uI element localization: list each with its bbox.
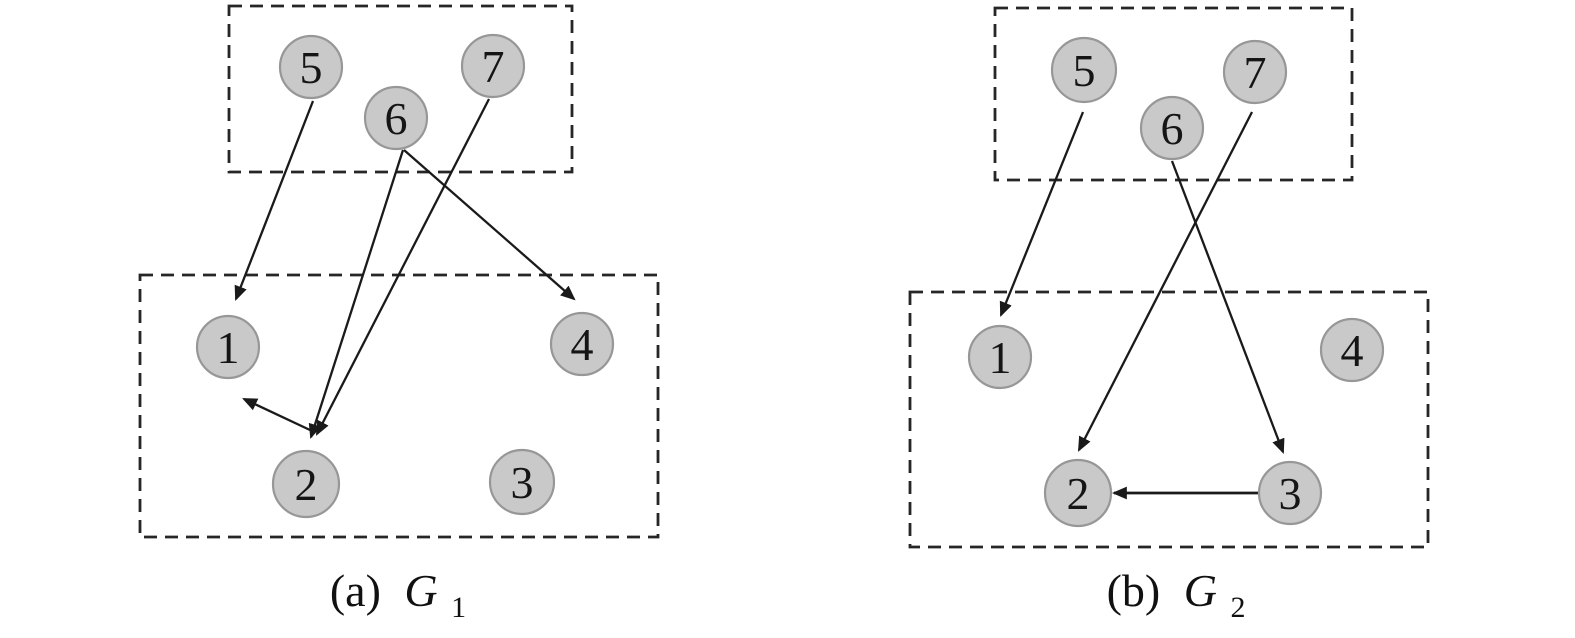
mathcal-G-symbol: G xyxy=(404,565,437,616)
node-circle xyxy=(1319,317,1385,383)
g2-top-group-box xyxy=(993,6,1354,182)
caption-a: (a) G 1 xyxy=(330,565,466,624)
node-label: 3 xyxy=(511,457,534,508)
g2-node-4: 4 xyxy=(1319,317,1385,383)
g2-bottom-group-box xyxy=(908,290,1430,549)
g1-edge-2-to-1 xyxy=(242,397,311,432)
g1-node-3: 3 xyxy=(488,448,556,516)
node-circle xyxy=(195,314,261,380)
node-circle xyxy=(549,311,615,377)
node-circle xyxy=(1222,39,1288,105)
g1-edge-6-to-2 xyxy=(308,149,405,440)
node-label: 3 xyxy=(1279,468,1302,519)
node-circle xyxy=(460,33,526,99)
g2-node-7: 7 xyxy=(1222,39,1288,105)
caption-b-subscript: 2 xyxy=(1230,591,1245,624)
g2-node-1: 1 xyxy=(967,324,1033,390)
g1-node-2: 2 xyxy=(271,449,341,519)
g1-node-7: 7 xyxy=(460,33,526,99)
caption-b: (b) G 2 xyxy=(1107,565,1246,624)
g1-node-6: 6 xyxy=(363,85,429,151)
node-circle xyxy=(1043,458,1113,528)
node-circle xyxy=(488,448,556,516)
g1-edge-7-to-2 xyxy=(315,98,491,436)
node-circle xyxy=(271,449,341,519)
g2-node-2: 2 xyxy=(1043,458,1113,528)
g2-edge-6-to-3 xyxy=(1170,160,1285,455)
node-label: 7 xyxy=(482,41,505,92)
node-label: 5 xyxy=(1073,45,1096,96)
g1-edge-5-to-1 xyxy=(234,100,315,301)
panel-g2: 5 6 7 1 2 3 4 (b) G 2 xyxy=(908,6,1430,624)
node-label: 2 xyxy=(1067,468,1090,519)
node-circle xyxy=(967,324,1033,390)
node-circle xyxy=(1050,36,1118,104)
g1-node-1: 1 xyxy=(195,314,261,380)
g2-node-3: 3 xyxy=(1257,460,1323,526)
node-circle xyxy=(1139,95,1205,161)
g2-edge-5-to-1 xyxy=(999,111,1085,317)
node-label: 2 xyxy=(295,459,318,510)
node-label: 4 xyxy=(571,319,594,370)
node-circle xyxy=(1257,460,1323,526)
caption-a-subscript: 1 xyxy=(451,591,466,624)
g1-edge-6-to-4 xyxy=(403,149,576,301)
g2-edge-7-to-2 xyxy=(1077,111,1254,452)
node-label: 1 xyxy=(989,332,1012,383)
node-label: 1 xyxy=(217,322,240,373)
caption-a-prefix: (a) xyxy=(330,565,381,616)
mathcal-G-symbol: G xyxy=(1184,565,1217,616)
node-label: 4 xyxy=(1341,325,1364,376)
g2-node-5: 5 xyxy=(1050,36,1118,104)
node-label: 6 xyxy=(385,93,408,144)
node-label: 7 xyxy=(1244,47,1267,98)
node-circle xyxy=(363,85,429,151)
caption-b-prefix: (b) xyxy=(1107,565,1161,616)
panel-g1: 5 6 7 1 2 3 4 (a) G 1 xyxy=(138,4,660,624)
node-label: 5 xyxy=(300,42,323,93)
g1-top-group-box xyxy=(227,4,574,174)
g1-node-5: 5 xyxy=(278,34,344,100)
g1-node-4: 4 xyxy=(549,311,615,377)
g2-node-6: 6 xyxy=(1139,95,1205,161)
node-circle xyxy=(278,34,344,100)
node-label: 6 xyxy=(1161,103,1184,154)
